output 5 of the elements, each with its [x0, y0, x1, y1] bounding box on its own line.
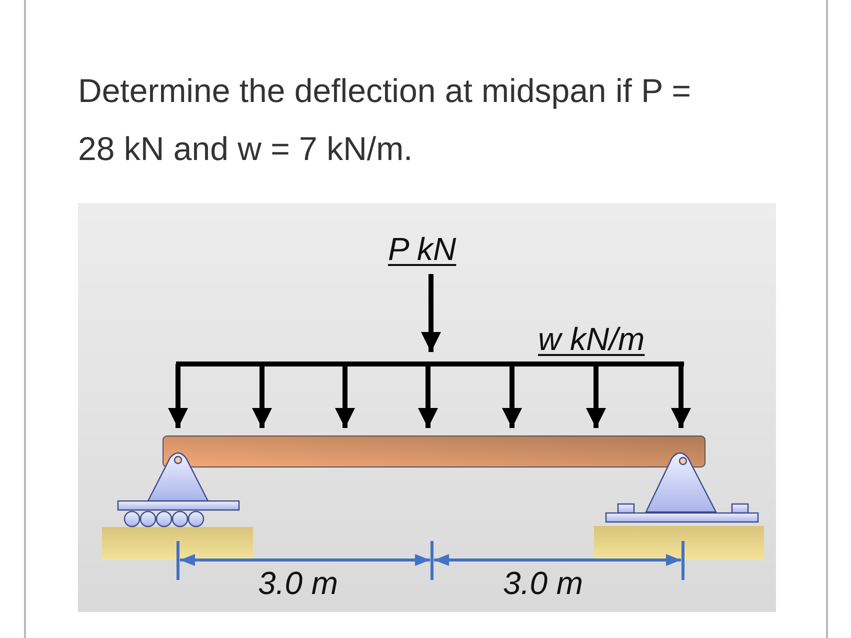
dimension-label: 3.0 m — [258, 566, 338, 600]
load-label: w kN/m — [538, 322, 645, 356]
load-label: P kN — [388, 232, 456, 266]
dimension-label: 3.0 m — [503, 566, 584, 600]
question-text: Determine the deflection at midspan if P = 28 kN and w = 7 kN/m. — [78, 71, 692, 169]
